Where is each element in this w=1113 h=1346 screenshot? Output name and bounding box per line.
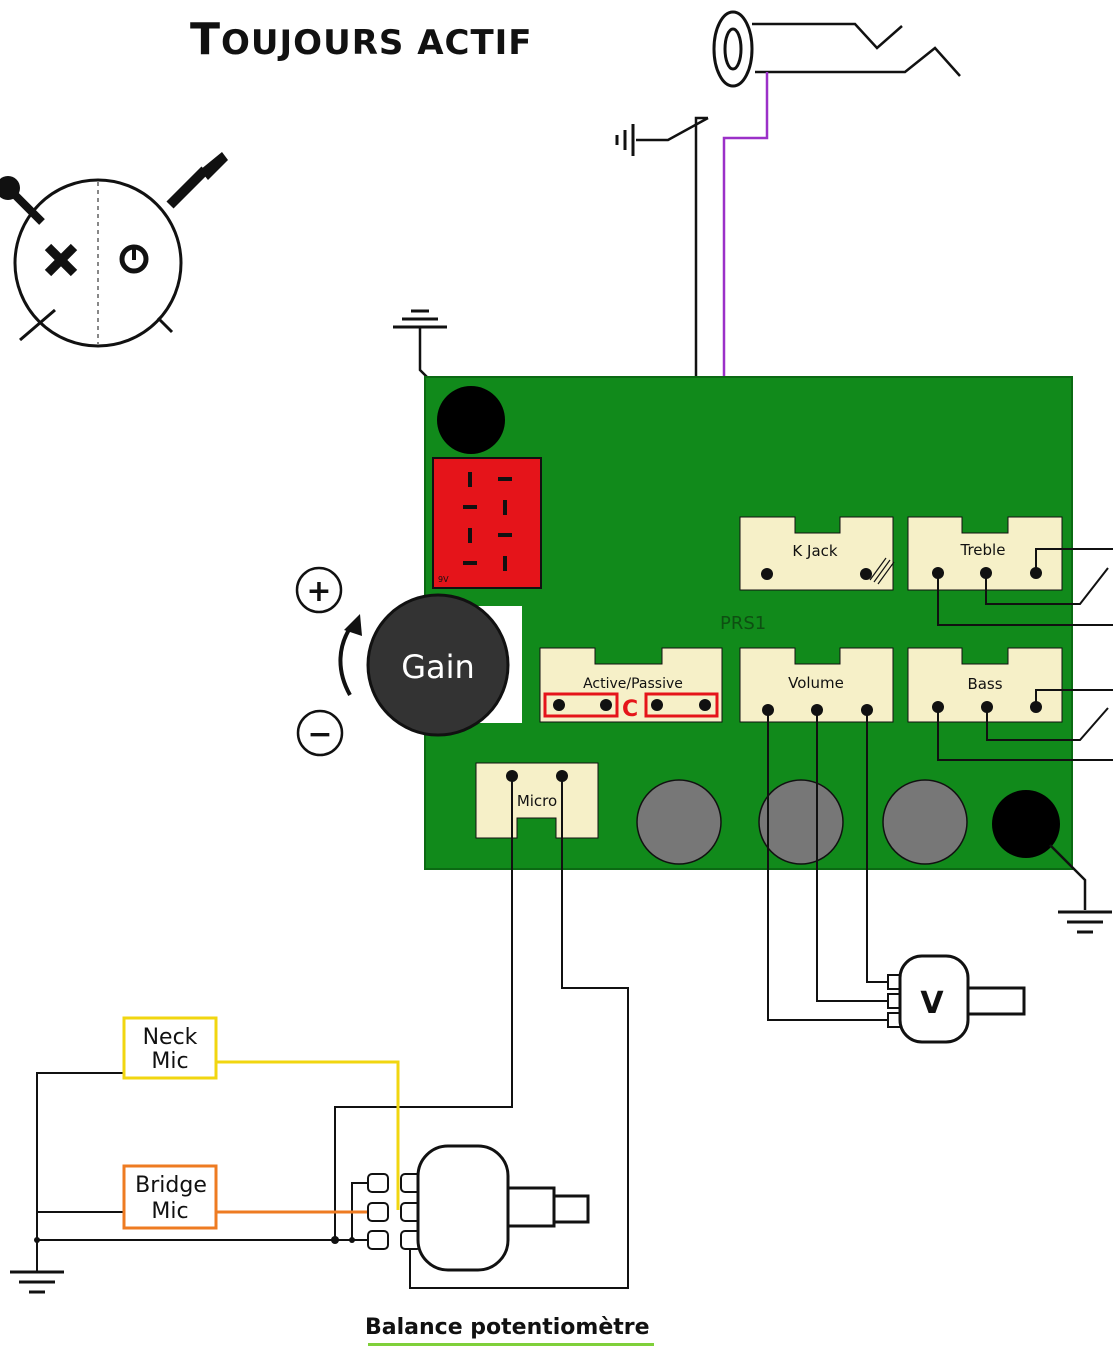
ground-icon (615, 124, 635, 156)
connector-active-passive: Active/Passive C (539, 647, 723, 723)
caption-underline (368, 1343, 654, 1346)
page-title: TOUJOURS ACTIF (190, 14, 533, 65)
title-rest: OUJOURS ACTIF (221, 23, 533, 63)
gain-arrow-head (344, 614, 362, 636)
connector-micro: Micro (475, 762, 599, 839)
connector-volume-label: Volume (788, 674, 844, 692)
pot-hole (758, 779, 844, 865)
volume-pot: V (887, 954, 1026, 1044)
junction-dot (331, 1236, 339, 1244)
gain-label: Gain (401, 648, 475, 686)
jumper-label: C (622, 697, 638, 722)
gain-plus-icon: + (295, 566, 343, 614)
gain-arrow-icon (338, 623, 354, 696)
battery-clip: 9V (432, 457, 542, 589)
connector-kjack: K Jack (739, 516, 895, 591)
bridge-pickup-line2: Mic (151, 1199, 188, 1224)
connector-micro-label: Micro (517, 792, 557, 810)
ground-icon (393, 309, 471, 421)
connector-treble-label: Treble (960, 541, 1006, 559)
volume-wires (767, 710, 888, 1021)
ground-icon (10, 1240, 64, 1294)
connector-active-passive-label: Active/Passive (583, 676, 683, 692)
neck-pickup-line2: Mic (151, 1049, 188, 1074)
treble-wires (937, 548, 1113, 626)
pot-hole (636, 779, 722, 865)
connector-treble: Treble (907, 516, 1063, 591)
battery-label: 9V (438, 575, 449, 584)
bass-guitar-logo-icon (0, 152, 228, 348)
bridge-pickup: Bridge Mic (122, 1164, 218, 1230)
balance-pot (367, 1144, 590, 1272)
board-label: PRS1 (720, 613, 766, 634)
gain-plus-sign: + (306, 574, 331, 609)
neck-wire (216, 1060, 400, 1210)
mounting-hole (992, 790, 1060, 858)
pot-hole (882, 779, 968, 865)
connector-bass-label: Bass (967, 675, 1002, 693)
jack-socket-icon (636, 10, 961, 142)
ground-icon (1049, 844, 1112, 934)
neck-pickup: Neck Mic (122, 1016, 218, 1080)
caption: Balance potentiomètre (365, 1315, 650, 1340)
connector-volume: Volume (739, 647, 894, 723)
bass-wires (937, 689, 1113, 761)
mounting-hole (437, 386, 505, 454)
gain-minus-icon: − (296, 709, 344, 757)
volume-pot-label: V (920, 986, 944, 1021)
neck-pickup-line1: Neck (143, 1025, 198, 1050)
micro-wires (334, 776, 629, 1289)
junction-dot (349, 1237, 355, 1243)
gain-knob[interactable] (366, 593, 510, 737)
connector-kjack-label: K Jack (792, 542, 837, 560)
connector-bass: Bass (907, 647, 1063, 723)
ground-bus-wires (36, 1072, 370, 1241)
bridge-pickup-line1: Bridge (135, 1173, 207, 1198)
gain-minus-sign: − (307, 717, 332, 752)
title-initial: T (190, 14, 222, 65)
